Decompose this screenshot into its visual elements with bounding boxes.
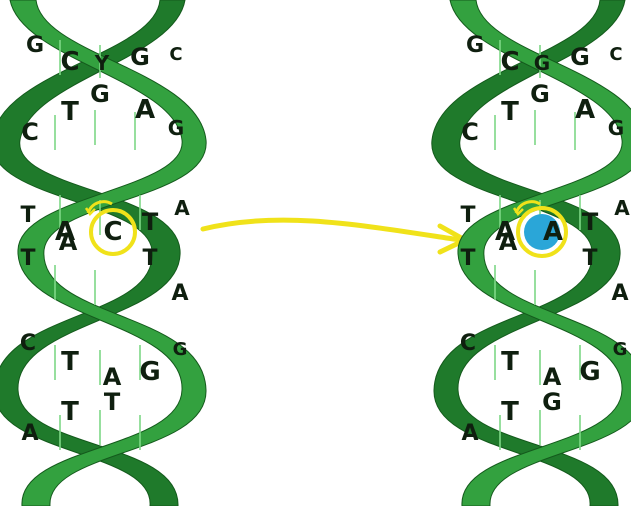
right-base-letter: A bbox=[611, 281, 628, 306]
right-base-letter: G bbox=[613, 339, 628, 360]
right-base-letter: A bbox=[614, 196, 630, 220]
left-base-letter: G bbox=[26, 33, 44, 58]
right-base-letter: G bbox=[466, 33, 484, 58]
right-base-letter: C bbox=[500, 47, 519, 77]
left-base-letter: Y bbox=[94, 51, 110, 75]
left-base-letter: G bbox=[139, 357, 160, 387]
right-base-letter: G bbox=[579, 357, 600, 387]
left-base-letter: T bbox=[104, 388, 121, 416]
right-base-letter: T bbox=[460, 203, 475, 228]
left-base-letter: G bbox=[90, 80, 110, 108]
right-base-letter: A bbox=[543, 217, 563, 247]
right-base-letter: G bbox=[570, 43, 590, 71]
left-base-letter: G bbox=[130, 43, 150, 71]
right-arrow-icon bbox=[203, 220, 465, 252]
right-base-letter: A bbox=[499, 228, 518, 256]
right-base-letter: G bbox=[608, 116, 624, 140]
right-base-letter: T bbox=[501, 397, 519, 427]
left-base-letter: C bbox=[103, 217, 122, 247]
left-base-letter: A bbox=[21, 421, 38, 446]
right-base-letter: G bbox=[534, 51, 550, 75]
right-base-letter: T bbox=[501, 347, 519, 377]
left-base-letter: T bbox=[20, 203, 35, 228]
right-base-letter: C bbox=[461, 118, 479, 146]
left-base-letter: C bbox=[20, 331, 36, 356]
left-base-letter: A bbox=[59, 228, 78, 256]
right-base-letter: A bbox=[461, 421, 478, 446]
left-base-letter: T bbox=[142, 246, 157, 271]
right-base-letter: A bbox=[575, 95, 595, 125]
right-base-letter: G bbox=[530, 80, 550, 108]
left-base-letter: C bbox=[169, 44, 182, 65]
left-base-letter: A bbox=[135, 95, 155, 125]
right-base-letter: C bbox=[460, 331, 476, 356]
left-base-letter: C bbox=[60, 47, 79, 77]
right-base-letter: A bbox=[543, 363, 562, 391]
right-base-letter: T bbox=[582, 246, 597, 271]
left-base-letter: C bbox=[21, 118, 39, 146]
left-base-letter: A bbox=[103, 363, 122, 391]
left-base-letter: G bbox=[168, 116, 184, 140]
left-base-letter: A bbox=[171, 281, 188, 306]
right-base-letter: T bbox=[582, 208, 599, 236]
left-base-letter: T bbox=[20, 246, 35, 271]
left-base-letter: T bbox=[61, 347, 79, 377]
right-base-letter: T bbox=[501, 97, 519, 127]
left-base-letter: G bbox=[173, 339, 188, 360]
left-base-letter: T bbox=[61, 97, 79, 127]
left-base-letter: T bbox=[142, 208, 159, 236]
right-base-letter: G bbox=[542, 388, 562, 416]
right-base-letter: T bbox=[460, 246, 475, 271]
left-base-letter: A bbox=[174, 196, 190, 220]
left-base-letter: T bbox=[61, 397, 79, 427]
right-base-letter: C bbox=[609, 44, 622, 65]
